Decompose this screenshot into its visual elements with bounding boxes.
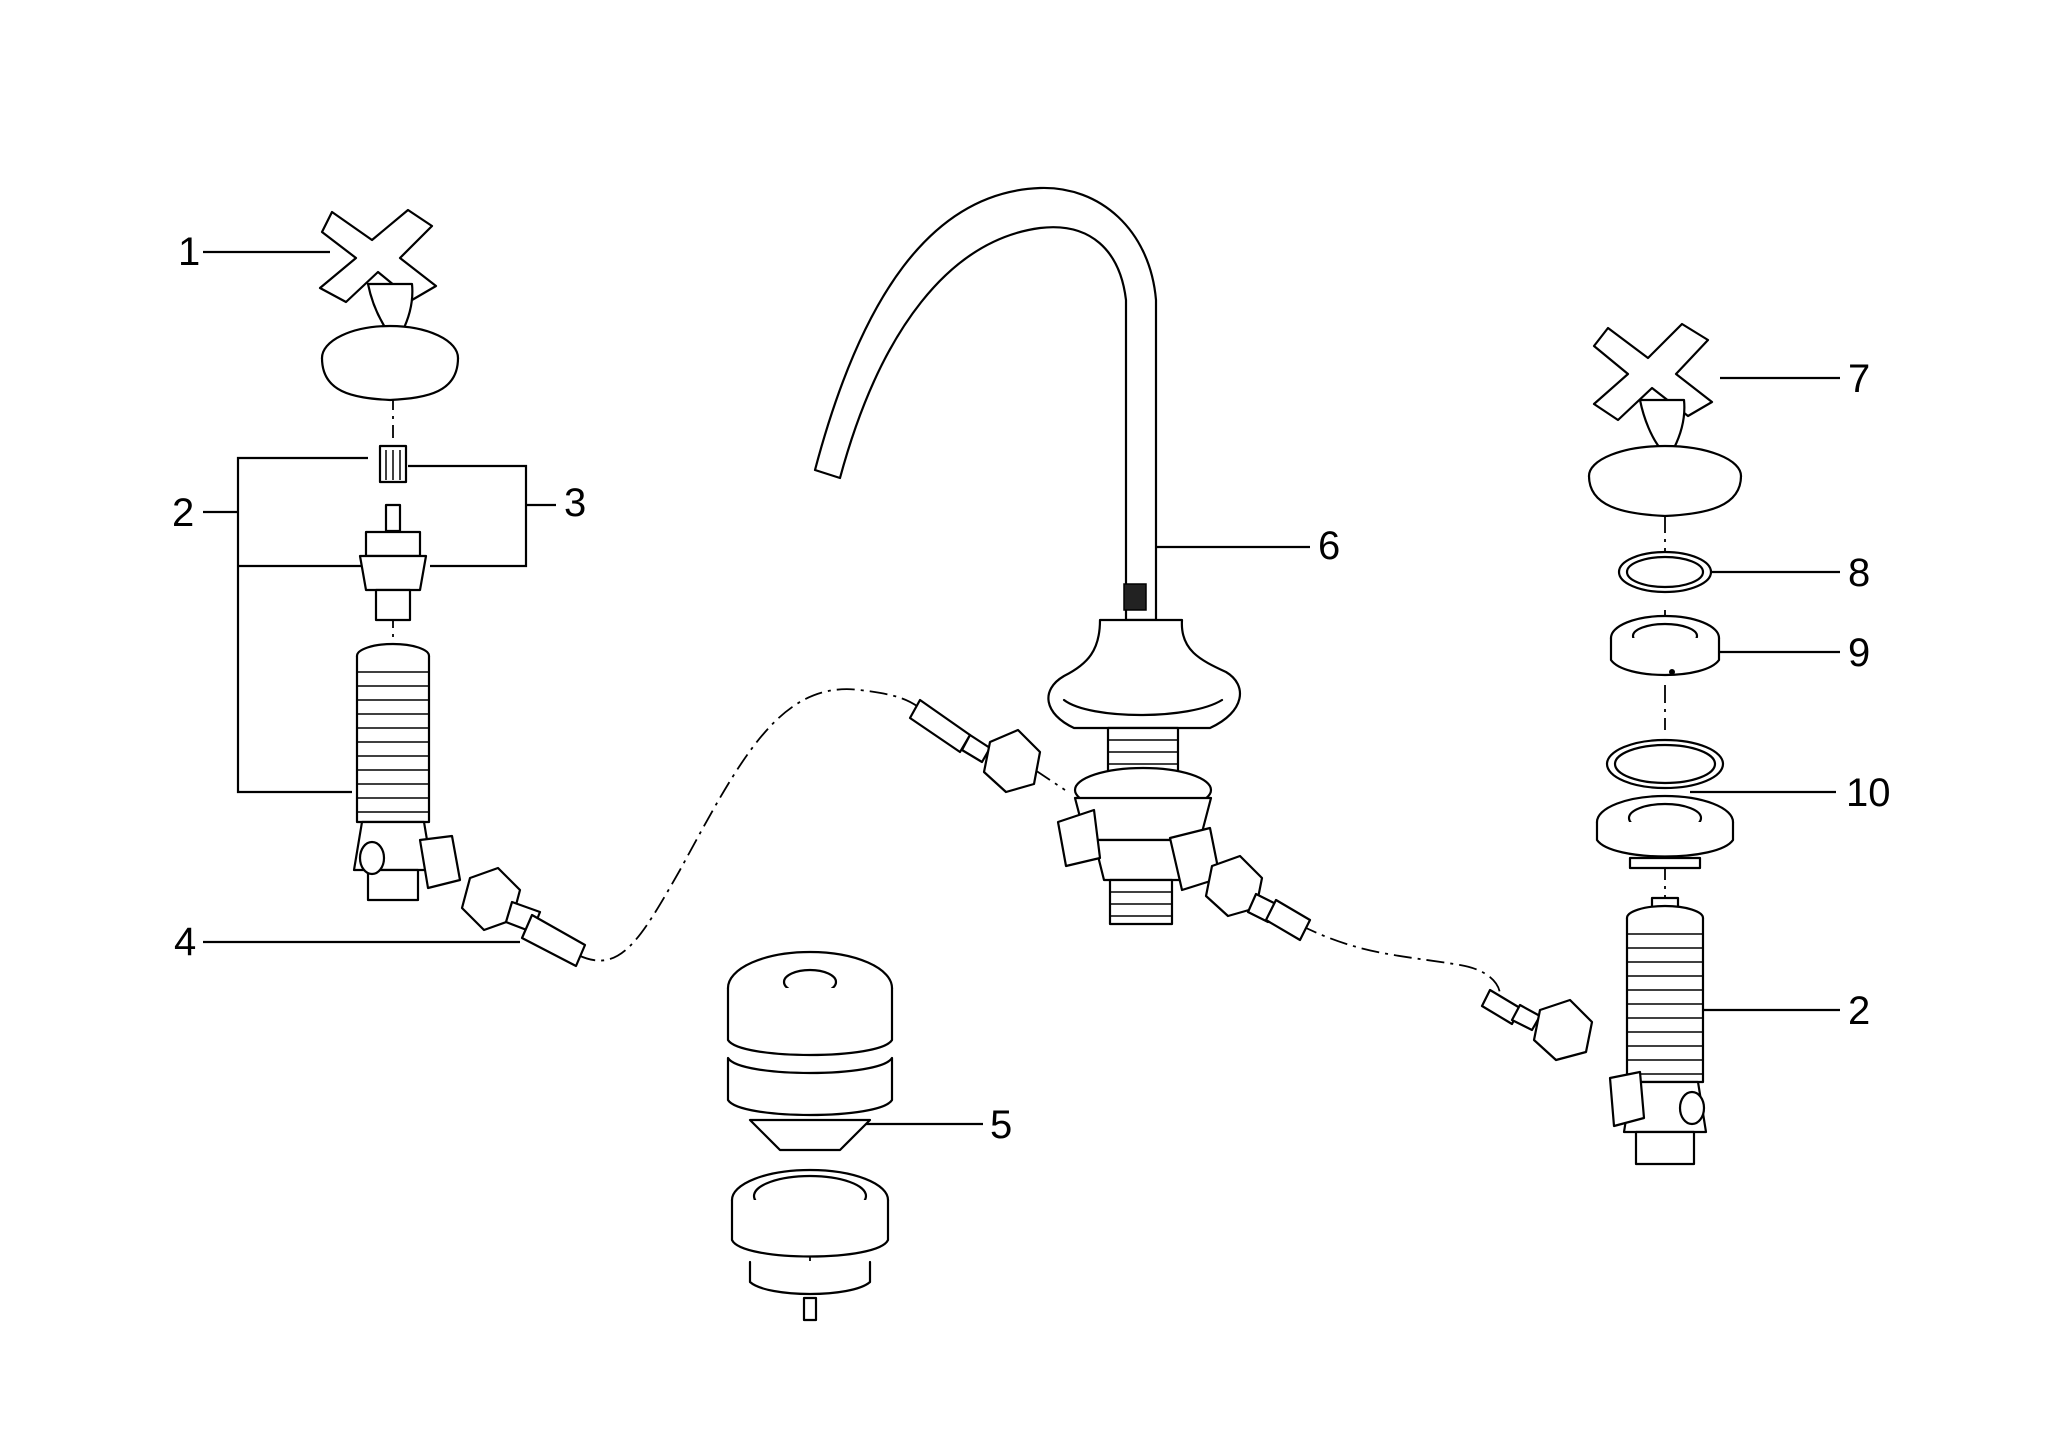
callout-4: 4 xyxy=(174,920,196,964)
callout-2-right: 2 xyxy=(1848,989,1870,1033)
washer-10 xyxy=(1605,738,1725,790)
mounting-nut-right xyxy=(1595,794,1735,870)
valve-cartridge-left xyxy=(358,444,428,622)
callout-3: 3 xyxy=(564,481,586,525)
spout-mount-body xyxy=(1056,726,1222,926)
callout-2-left: 2 xyxy=(172,491,194,535)
threaded-valve-body-left xyxy=(352,642,462,902)
assembly-axis-lines xyxy=(392,392,1666,1320)
leader-lines xyxy=(203,250,1840,1126)
cross-handle-right xyxy=(1587,322,1743,518)
flex-hose-spout-left xyxy=(908,698,1042,794)
flex-hose-right xyxy=(1480,988,1594,1062)
callout-10: 10 xyxy=(1846,771,1891,815)
spout-body xyxy=(813,186,1242,730)
callout-6: 6 xyxy=(1318,524,1340,568)
flex-hose-left xyxy=(460,866,587,968)
cross-handle-left xyxy=(318,208,460,402)
callout-8: 8 xyxy=(1848,551,1870,595)
callout-9: 9 xyxy=(1848,631,1870,675)
locking-nut-9 xyxy=(1609,614,1721,677)
callout-5: 5 xyxy=(990,1103,1012,1147)
o-ring-8 xyxy=(1617,550,1713,594)
callout-1: 1 xyxy=(178,230,200,274)
waste-drain xyxy=(726,950,894,1322)
threaded-valve-body-right xyxy=(1608,896,1708,1166)
callout-7: 7 xyxy=(1848,357,1870,401)
flex-hose-spout-right xyxy=(1204,854,1312,942)
